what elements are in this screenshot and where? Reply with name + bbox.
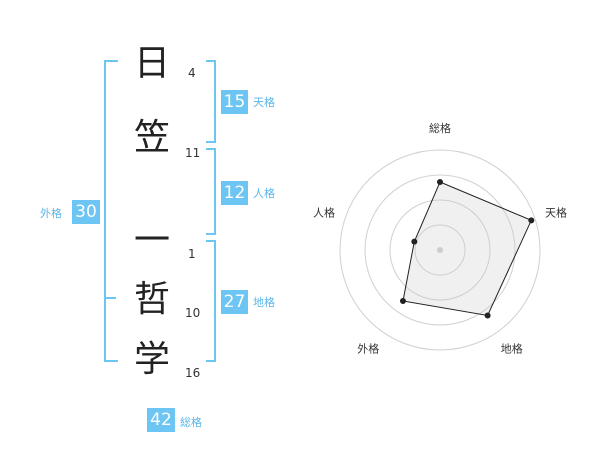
radar-point xyxy=(484,312,491,319)
radar-center xyxy=(437,247,443,253)
radar-grid xyxy=(339,149,541,351)
name-char-1: 日 xyxy=(133,43,170,84)
radar-point xyxy=(437,179,443,185)
chikaku-value: 27 xyxy=(221,290,248,314)
tenkaku-value: 15 xyxy=(221,90,248,114)
radar-axis-label: 人格 xyxy=(313,205,335,219)
gaikaku-value: 30 xyxy=(72,200,100,224)
gaikaku-bracket xyxy=(104,60,118,362)
name-char-5: 学 xyxy=(133,339,170,380)
radar-point xyxy=(411,238,418,245)
name-char-3: 一 xyxy=(133,220,170,261)
radar-axis-label: 天格 xyxy=(545,205,567,219)
stroke-count-4: 10 xyxy=(185,306,201,320)
radar-ring xyxy=(364,174,516,326)
radar-ring xyxy=(414,224,466,276)
radar-ring xyxy=(339,149,541,351)
stroke-count-1: 4 xyxy=(188,66,196,80)
soukaku-label: 総格 xyxy=(180,416,202,429)
jinkaku-label: 人格 xyxy=(253,187,275,200)
radar-axis-label: 総格 xyxy=(429,121,451,135)
name-char-2: 笠 xyxy=(133,117,170,158)
chikaku-label: 地格 xyxy=(253,296,275,309)
jinkaku-value: 12 xyxy=(221,181,248,205)
tenkaku-label: 天格 xyxy=(253,96,275,109)
stroke-count-2: 11 xyxy=(185,146,201,160)
soukaku-value: 42 xyxy=(147,408,175,432)
jinkaku-bracket xyxy=(206,148,216,235)
radar-point xyxy=(399,297,406,304)
radar-series-area xyxy=(402,181,532,317)
stroke-count-3: 1 xyxy=(188,247,196,261)
radar-ring xyxy=(389,199,491,301)
gaikaku-bracket-divider xyxy=(104,297,116,299)
tenkaku-bracket xyxy=(206,60,216,143)
radar-point xyxy=(528,217,535,224)
chikaku-bracket xyxy=(206,240,216,362)
radar-axis-label: 外格 xyxy=(357,342,379,356)
gaikaku-label: 外格 xyxy=(40,207,62,220)
name-char-4: 哲 xyxy=(133,279,170,320)
stroke-count-5: 16 xyxy=(185,366,201,380)
radar-axis-label: 地格 xyxy=(501,342,523,356)
